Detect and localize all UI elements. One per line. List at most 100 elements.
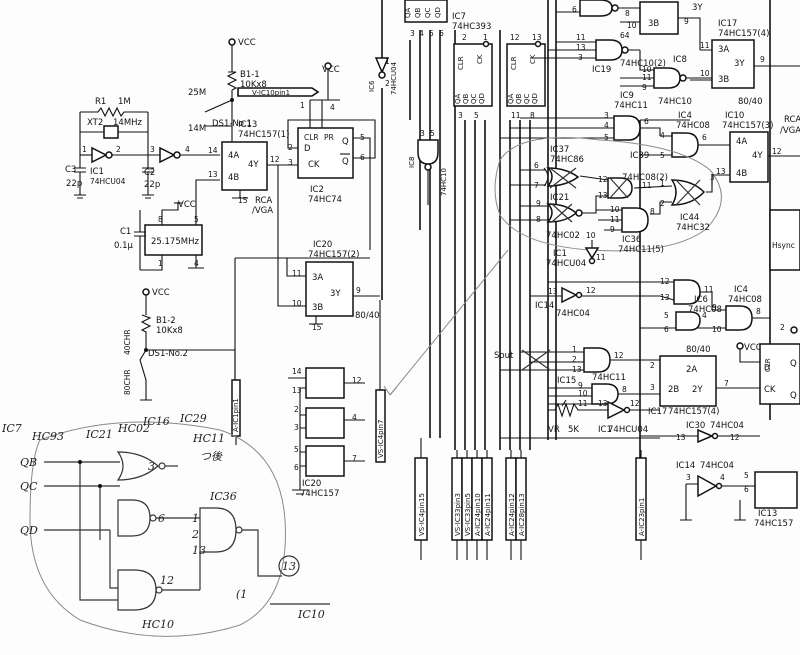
svg-text:74HCU04: 74HCU04	[608, 425, 648, 435]
svg-text:QB: QB	[462, 93, 470, 104]
svg-text:6: 6	[644, 117, 649, 126]
ic17-mux-bottom: 80/40 2A 2B 2Y 2 3 7 IC17 74HC157(4)	[648, 345, 760, 417]
svg-text:IC21: IC21	[85, 428, 113, 441]
svg-text:11: 11	[704, 285, 714, 294]
svg-text:HC93: HC93	[31, 430, 64, 443]
svg-text:25M: 25M	[188, 88, 206, 98]
ic8-nand-vertical: IC8 74HC10 3 5	[408, 129, 448, 205]
svg-text:VS-IC33pin5: VS-IC33pin5	[464, 493, 472, 536]
svg-text:2: 2	[660, 199, 665, 208]
svg-text:13: 13	[208, 170, 218, 179]
svg-text:25.175MHz: 25.175MHz	[151, 237, 199, 247]
svg-text:8: 8	[530, 111, 535, 120]
svg-text:3: 3	[686, 473, 691, 482]
svg-text:VR: VR	[548, 425, 560, 435]
svg-text:12: 12	[630, 399, 640, 408]
svg-text:IC20: IC20	[313, 240, 332, 250]
ic7-counter: QA QB QC QD IC7 74HC393 3 4 5 6 CLR CK Q…	[404, 0, 546, 120]
svg-text:80/40: 80/40	[686, 345, 711, 355]
svg-text:22p: 22p	[66, 179, 82, 189]
svg-text:5K: 5K	[568, 425, 579, 435]
svg-text:IC29: IC29	[179, 412, 207, 425]
svg-text:QA: QA	[507, 93, 515, 104]
svg-text:74HC157(3): 74HC157(3)	[722, 121, 773, 131]
ic8-nand: IC8 10 11 9 74HC10	[620, 50, 712, 107]
svg-text:7: 7	[724, 379, 729, 388]
svg-text:2: 2	[116, 145, 121, 154]
svg-text:74HC04: 74HC04	[700, 461, 734, 471]
svg-text:4A: 4A	[228, 151, 239, 161]
svg-text:80/40: 80/40	[738, 97, 763, 107]
oscillator-module	[144, 224, 203, 256]
dip-switch-1: VCC B1-1 10Kx8 25M 14M DS1-No.1 V-IC10pi…	[188, 38, 320, 165]
svg-text:2: 2	[191, 528, 199, 541]
svg-text:3A: 3A	[718, 45, 729, 55]
svg-text:IC36: IC36	[622, 235, 641, 245]
svg-text:QD: QD	[20, 524, 38, 537]
svg-text:IC8: IC8	[408, 157, 416, 168]
svg-text:9: 9	[684, 17, 689, 26]
svg-text:RCA: RCA	[784, 115, 800, 125]
svg-text:IC44: IC44	[680, 213, 699, 223]
svg-text:XT2: XT2	[87, 118, 103, 128]
svg-text:HC11: HC11	[192, 432, 225, 445]
svg-text:74HC11(5): 74HC11(5)	[618, 245, 664, 255]
svg-text:つ後: つ後	[200, 450, 223, 463]
svg-text:QC: QC	[20, 480, 38, 493]
ic2-flipflop: VCC 1 4 CLR PR D CK Q Q 2 3 5 6 IC2 74HC…	[287, 62, 376, 250]
svg-text:3B: 3B	[312, 303, 323, 313]
svg-text:VCC: VCC	[322, 65, 340, 75]
svg-text:40CHR: 40CHR	[123, 329, 132, 355]
svg-text:IC17: IC17	[648, 407, 667, 417]
svg-text:4A: 4A	[736, 137, 747, 147]
svg-text:4: 4	[352, 413, 357, 422]
svg-text:Q: Q	[790, 391, 797, 401]
svg-text:1M: 1M	[118, 97, 131, 107]
svg-text:10: 10	[292, 299, 302, 308]
svg-text:IC10: IC10	[297, 608, 325, 621]
ic20-mux-bottom: 14 13 2 3 5 6 12 4 7 IC20 74HC157	[288, 367, 365, 499]
svg-text:4: 4	[604, 121, 609, 130]
svg-text:6: 6	[439, 29, 444, 38]
svg-text:74HC32: 74HC32	[676, 223, 710, 233]
svg-text:QC: QC	[424, 7, 432, 18]
svg-text:CLR: CLR	[510, 56, 518, 70]
svg-text:4Y: 4Y	[752, 151, 763, 161]
svg-text:5: 5	[429, 29, 434, 38]
svg-text:64: 64	[620, 31, 630, 40]
svg-text:13: 13	[532, 33, 542, 42]
svg-text:10: 10	[712, 325, 722, 334]
svg-text:CK: CK	[764, 385, 776, 395]
svg-text:IC17: IC17	[718, 19, 737, 29]
svg-text:12: 12	[730, 433, 740, 442]
svg-text:3: 3	[288, 158, 293, 167]
svg-text:B1-2: B1-2	[156, 316, 176, 326]
ic37-xor: IC37 74HC86 6 7	[510, 145, 584, 190]
svg-text:4: 4	[419, 29, 424, 38]
svg-text:DS1-No.2: DS1-No.2	[148, 349, 188, 359]
svg-text:Hsync: Hsync	[772, 241, 795, 250]
svg-text:3: 3	[148, 460, 155, 473]
svg-text:1: 1	[300, 101, 305, 110]
svg-text:IC10: IC10	[725, 111, 744, 121]
svg-text:4Y: 4Y	[248, 160, 259, 170]
svg-text:8: 8	[158, 215, 163, 224]
svg-text:4: 4	[720, 473, 725, 482]
svg-text:74HC08(2): 74HC08(2)	[622, 173, 668, 183]
svg-text:V-IC10pin1: V-IC10pin1	[252, 89, 290, 97]
svg-text:11: 11	[511, 111, 521, 120]
svg-text:9: 9	[642, 83, 647, 92]
svg-text:3B: 3B	[718, 75, 729, 85]
svg-text:6: 6	[744, 485, 749, 494]
svg-text:HC02: HC02	[117, 422, 150, 435]
ic19-nand: 11 13 3 64 IC19 74HC10(2)	[530, 31, 666, 75]
svg-text:12: 12	[270, 155, 280, 164]
svg-text:QC: QC	[523, 93, 531, 104]
svg-text:2: 2	[650, 361, 655, 370]
hsync-box: Hsync	[769, 209, 800, 271]
svg-text:IC30: IC30	[686, 421, 705, 431]
svg-text:74HC02: 74HC02	[546, 231, 580, 241]
svg-text:5: 5	[744, 471, 749, 480]
vr-potentiometer: VR 5K 13 12 IC1 74HCU04	[548, 399, 660, 435]
svg-text:14: 14	[208, 146, 218, 155]
